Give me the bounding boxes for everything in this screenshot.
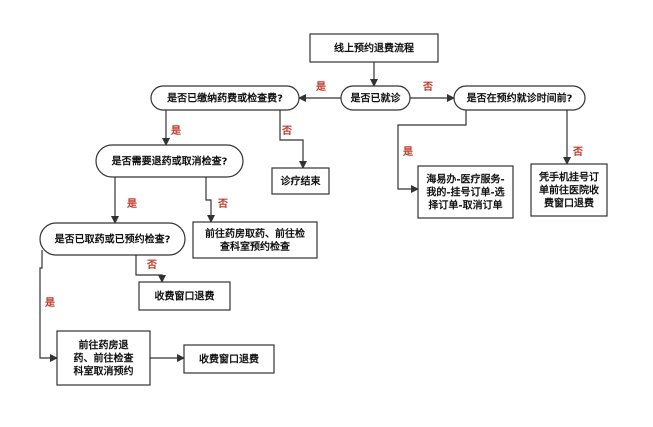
node-window-refund-1-box	[530, 163, 608, 217]
node-in-time: 是否在预约就诊时间前?	[453, 85, 586, 111]
window-refund-1-line-1: 凭手机挂号订	[538, 171, 599, 184]
node-end: 诊疗结束	[271, 167, 330, 195]
node-need-refund-text: 是否需要退药或取消检查?	[111, 155, 228, 168]
node-paid-box	[150, 85, 300, 111]
window-refund-3-line-1: 收费窗口退费	[199, 353, 259, 366]
node-visited-box	[340, 85, 411, 111]
node-visited: 是否已就诊	[340, 85, 411, 111]
label-taken-no: 否	[146, 259, 157, 271]
node-window-refund-1-text: 凭手机挂号订单前往医院收费窗口退费	[538, 171, 599, 210]
go-pharmacy-line-2: 查科室预约检查	[219, 240, 291, 253]
label-paid-no: 否	[281, 125, 292, 137]
node-start-text: 线上预约退费流程	[334, 42, 414, 55]
node-go-return: 前往药房退药、前往检查科室取消预约	[56, 330, 151, 386]
node-paid: 是否已缴纳药费或检查费?	[150, 85, 300, 111]
window-refund-1-line-3: 费窗口退费	[544, 197, 594, 210]
edge-need-to-pharmacy	[205, 177, 215, 223]
label-taken-yes: 是	[44, 297, 55, 309]
edge-paid-to-end	[279, 110, 307, 169]
label-visited-no: 否	[422, 81, 433, 93]
node-window-refund-3-text: 收费窗口退费	[199, 353, 259, 366]
in-time-line-1: 是否在预约就诊时间前?	[466, 92, 573, 105]
edge-taken-to-return	[39, 250, 58, 362]
node-go-return-box	[56, 330, 151, 386]
end-line-1: 诊疗结束	[281, 175, 322, 188]
label-need-no: 否	[217, 198, 228, 210]
label-intime-yes: 是	[402, 146, 413, 158]
node-visited-text: 是否已就诊	[350, 92, 402, 105]
node-in-time-text: 是否在预约就诊时间前?	[466, 92, 573, 105]
node-end-text: 诊疗结束	[281, 175, 322, 188]
edge-intime-to-app	[397, 110, 467, 193]
node-taken-text: 是否已取药或已预约检查?	[54, 233, 171, 246]
label-paid-yes: 是	[170, 125, 181, 137]
paid-line-1: 是否已缴纳药费或检查费?	[166, 92, 283, 105]
node-go-pharmacy-box	[192, 221, 318, 259]
label-intime-no: 否	[572, 146, 583, 158]
node-window-refund-1: 凭手机挂号订单前往医院收费窗口退费	[530, 163, 608, 217]
node-taken: 是否已取药或已预约检查?	[39, 222, 186, 256]
node-window-refund-2: 收费窗口退费	[138, 281, 231, 311]
node-need-refund-box	[95, 144, 244, 178]
app-cancel-line-1: 海易办-医疗服务-	[426, 173, 504, 186]
taken-line-1: 是否已取药或已预约检查?	[54, 233, 171, 246]
app-cancel-line-3: 择订单-取消订单	[428, 199, 502, 212]
node-end-box	[271, 167, 330, 195]
node-go-return-text: 前往药房退药、前往检查科室取消预约	[74, 339, 135, 378]
label-need-yes: 是	[126, 198, 137, 210]
node-window-refund-2-text: 收费窗口退费	[155, 290, 215, 303]
window-refund-2-line-1: 收费窗口退费	[155, 290, 215, 303]
start-line-1: 线上预约退费流程	[334, 42, 414, 55]
node-app-cancel-box	[417, 165, 514, 219]
node-paid-text: 是否已缴纳药费或检查费?	[166, 92, 283, 105]
node-in-time-box	[453, 85, 586, 111]
node-need-refund: 是否需要退药或取消检查?	[95, 144, 244, 178]
visited-line-1: 是否已就诊	[350, 92, 402, 105]
edge-taken-to-window2	[135, 255, 166, 283]
node-app-cancel: 海易办-医疗服务-我的-挂号订单-选择订单-取消订单	[417, 165, 514, 219]
node-window-refund-2-box	[138, 281, 231, 311]
go-return-line-1: 前往药房退	[79, 339, 129, 352]
node-start: 线上预约退费流程	[309, 33, 439, 63]
node-start-box	[309, 33, 439, 63]
go-return-line-3: 科室取消预约	[74, 365, 134, 378]
label-visited-yes: 是	[315, 81, 326, 93]
go-pharmacy-line-1: 前往药房取药、前往检	[205, 227, 305, 240]
go-return-line-2: 药、前往检查	[74, 352, 135, 365]
node-go-pharmacy-text: 前往药房取药、前往检查科室预约检查	[205, 227, 305, 253]
node-window-refund-3: 收费窗口退费	[183, 344, 275, 374]
node-window-refund-3-box	[183, 344, 275, 374]
need-refund-line-1: 是否需要退药或取消检查?	[111, 155, 228, 168]
node-app-cancel-text: 海易办-医疗服务-我的-挂号订单-选择订单-取消订单	[426, 173, 504, 212]
node-taken-box	[39, 222, 186, 256]
app-cancel-line-2: 我的-挂号订单-选	[426, 186, 504, 199]
edge-labels: 是 否 是 否 是 否 是 否 否 是	[44, 81, 583, 309]
edges	[39, 62, 571, 362]
node-go-pharmacy: 前往药房取药、前往检查科室预约检查	[192, 221, 318, 259]
window-refund-1-line-2: 单前往医院收	[539, 184, 599, 197]
